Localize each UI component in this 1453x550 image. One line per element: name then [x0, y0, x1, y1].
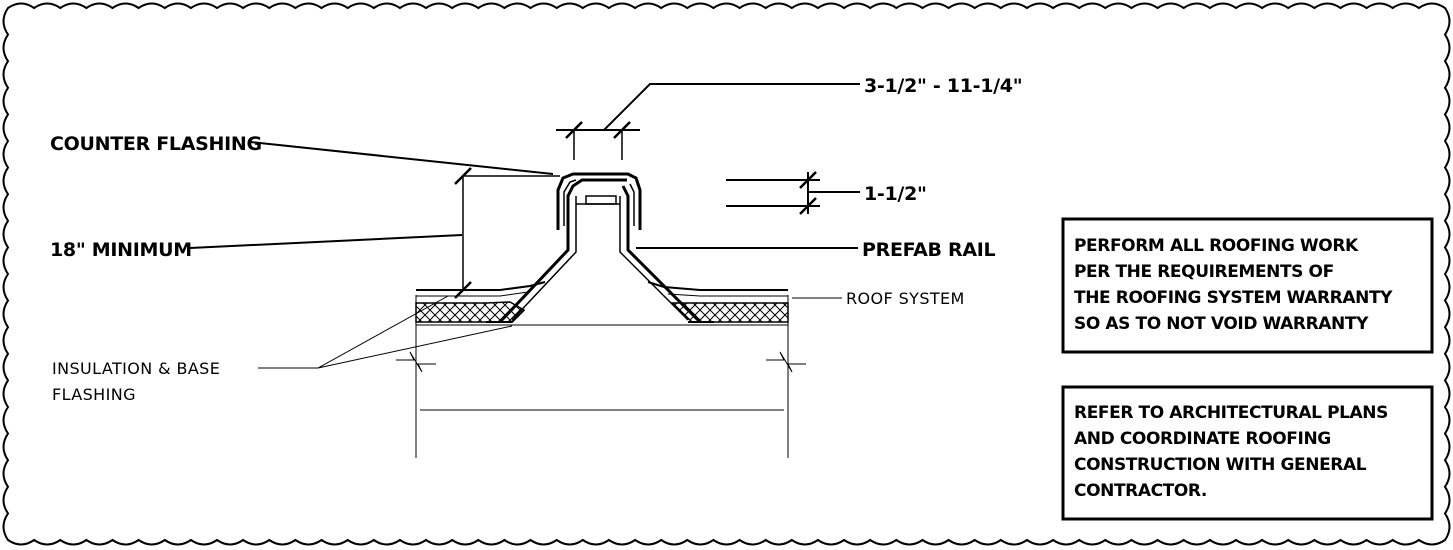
rail-nailer: [585, 195, 617, 205]
label-prefab-rail: PREFAB RAIL: [862, 239, 996, 261]
roof-membrane-right: [647, 281, 788, 291]
label-width-dimension: 3-1/2" - 11-1/4": [864, 75, 1022, 97]
prefab-rail-right-side: [621, 185, 702, 324]
label-insulation-line-2: FLASHING: [52, 385, 136, 404]
note-warranty-line: PERFORM ALL ROOFING WORK: [1074, 236, 1359, 256]
note-coordination-line: AND COORDINATE ROOFING: [1074, 429, 1331, 449]
counter-flashing-cap: [556, 172, 642, 230]
dimension-lines: [189, 83, 860, 369]
rail-section: [396, 172, 806, 458]
leader-insulation: [258, 295, 513, 369]
break-line-left: [396, 351, 436, 373]
note-coordination-line: CONSTRUCTION WITH GENERAL: [1074, 455, 1367, 475]
roof-membrane-left: [416, 281, 546, 291]
leader-counter-flashing: [249, 141, 554, 175]
note-warranty-line: SO AS TO NOT VOID WARRANTY: [1074, 314, 1369, 334]
insulation-right: [670, 302, 789, 323]
label-insulation-line-1: INSULATION & BASE: [52, 359, 220, 378]
note-warranty-line: PER THE REQUIREMENTS OF: [1074, 262, 1334, 282]
prefab-rail-left-side: [498, 178, 627, 324]
label-roof-system: ROOF SYSTEM: [846, 289, 965, 308]
note-box-warranty: PERFORM ALL ROOFING WORK PER THE REQUIRE…: [1061, 217, 1434, 354]
label-counter-flashing: COUNTER FLASHING: [50, 133, 262, 155]
note-warranty-line: THE ROOFING SYSTEM WARRANTY: [1074, 288, 1393, 308]
leader-minimum: [189, 234, 463, 249]
note-coordination-line: REFER TO ARCHITECTURAL PLANS: [1074, 403, 1388, 423]
label-height-dimension: 1-1/2": [864, 183, 927, 205]
note-coordination-line: CONTRACTOR.: [1074, 481, 1207, 501]
label-18-minimum: 18" MINIMUM: [50, 239, 192, 261]
break-line-right: [766, 351, 806, 373]
note-box-coordination: REFER TO ARCHITECTURAL PLANS AND COORDIN…: [1061, 385, 1434, 521]
